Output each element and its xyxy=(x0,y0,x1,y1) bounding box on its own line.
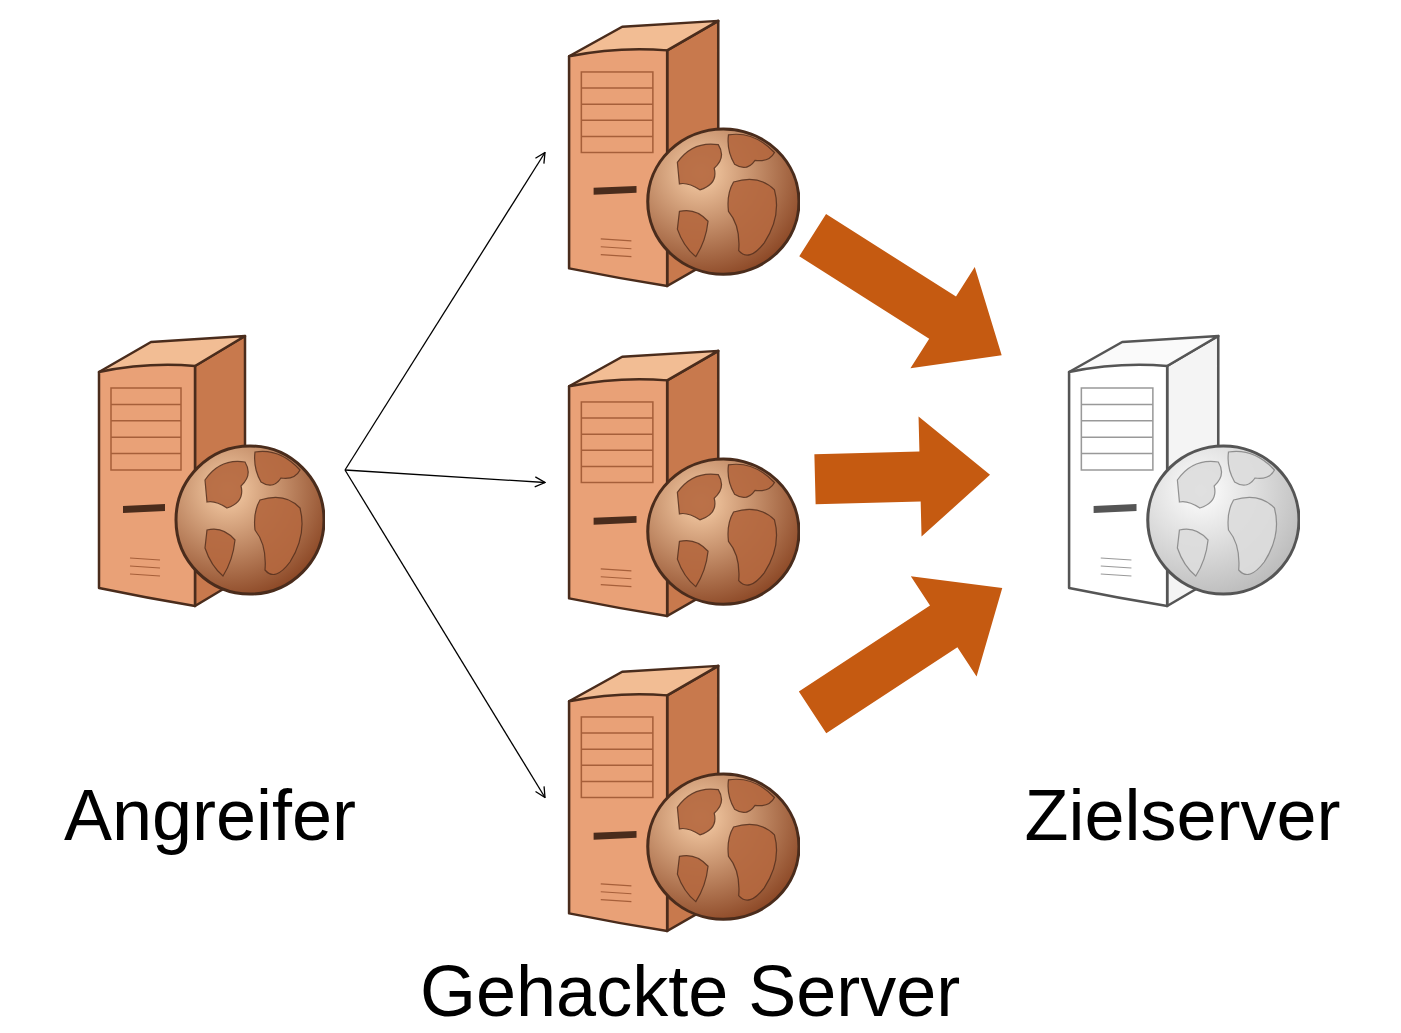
server-node: Angreifer xyxy=(95,330,325,610)
server-node xyxy=(565,15,800,290)
node-label: Zielserver xyxy=(1024,772,1340,858)
block-arrow xyxy=(814,417,990,537)
block-arrow xyxy=(799,576,1002,733)
server-icon xyxy=(565,15,800,290)
server-icon xyxy=(1065,330,1300,610)
server-node xyxy=(565,660,800,935)
server-icon xyxy=(95,330,325,610)
server-icon xyxy=(565,660,800,935)
thin-arrow xyxy=(345,153,545,471)
server-node xyxy=(565,345,800,620)
node-label: Angreifer xyxy=(64,772,356,858)
server-node: Zielserver xyxy=(1065,330,1300,610)
thin-arrow xyxy=(345,470,545,483)
group-label: Gehackte Server xyxy=(420,955,960,1027)
block-arrow xyxy=(799,214,1001,368)
server-icon xyxy=(565,345,800,620)
thin-arrow xyxy=(345,470,545,798)
